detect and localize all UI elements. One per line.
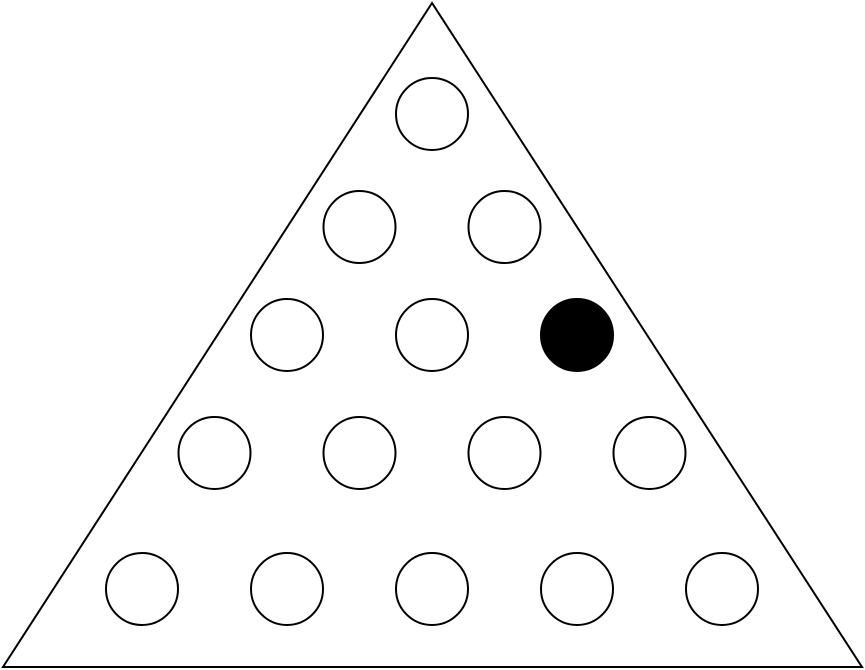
peg-hole-empty-r3-c1[interactable]	[250, 298, 324, 372]
peg-hole-empty-r5-c3[interactable]	[395, 552, 469, 626]
peg-hole-empty-r4-c1[interactable]	[177, 416, 252, 490]
peg-hole-empty-r5-c1[interactable]	[105, 552, 179, 626]
peg-hole-empty-r1-c1[interactable]	[395, 77, 469, 151]
peg-hole-empty-r4-c2[interactable]	[322, 416, 397, 490]
peg-hole-empty-r3-c2[interactable]	[395, 298, 469, 372]
peg-hole-empty-r2-c1[interactable]	[322, 190, 397, 264]
peg-hole-empty-r4-c4[interactable]	[612, 416, 687, 490]
peg-hole-empty-r5-c5[interactable]	[685, 552, 759, 626]
peg-holes	[105, 77, 759, 626]
peg-filled-r3-c3[interactable]	[540, 298, 614, 372]
peg-hole-empty-r5-c2[interactable]	[250, 552, 324, 626]
peg-hole-empty-r4-c3[interactable]	[467, 416, 542, 490]
peg-hole-empty-r5-c4[interactable]	[540, 552, 614, 626]
peg-hole-empty-r2-c2[interactable]	[467, 190, 542, 264]
